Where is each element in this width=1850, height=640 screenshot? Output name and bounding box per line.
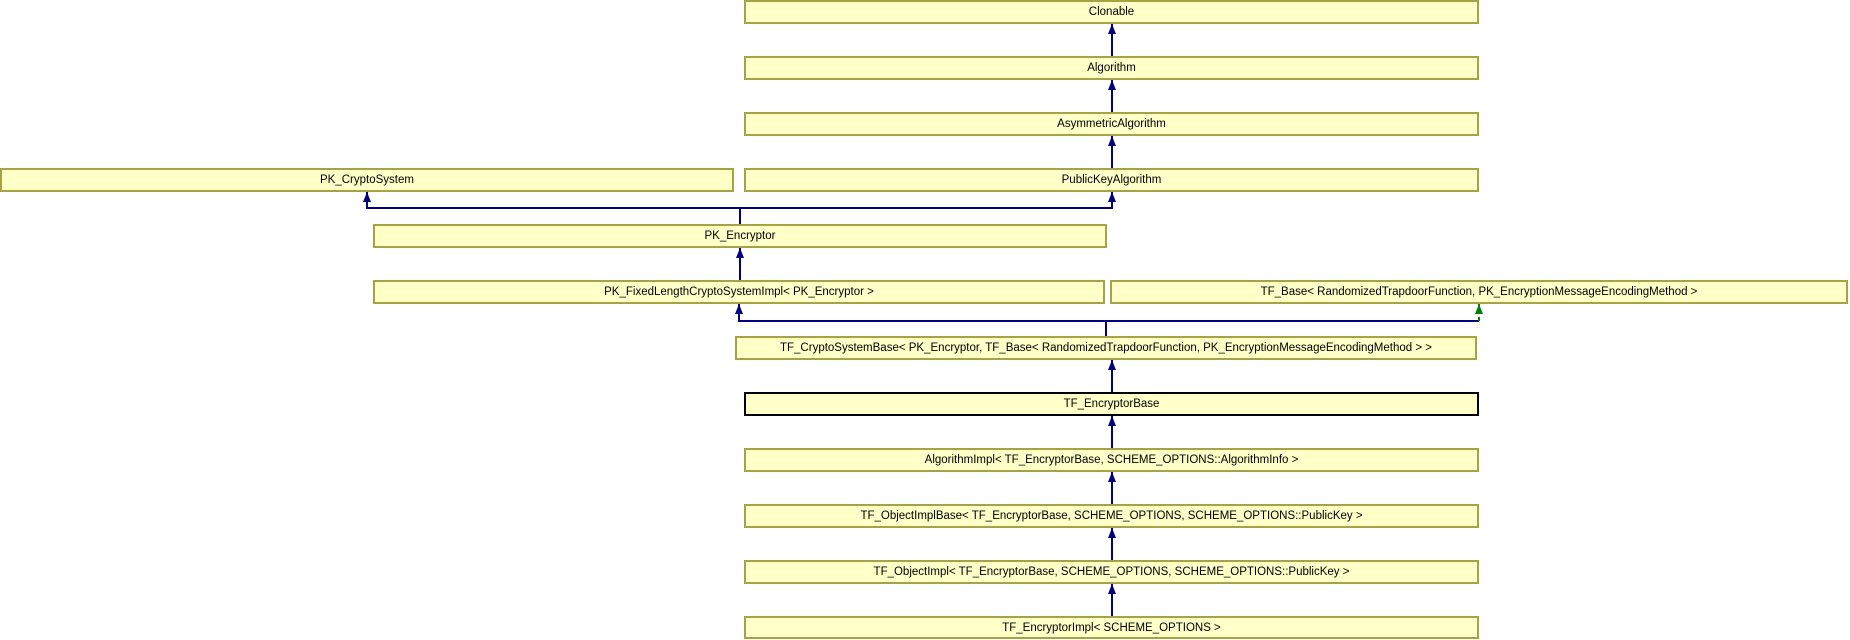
inheritance-edge xyxy=(738,304,1107,336)
class-node-tf-object-impl-base[interactable]: TF_ObjectImplBase< TF_EncryptorBase, SCH… xyxy=(744,504,1479,528)
arrowhead-icon xyxy=(1108,472,1116,482)
class-node-algorithm[interactable]: Algorithm xyxy=(744,56,1479,80)
class-node-tf-encryptor-impl[interactable]: TF_EncryptorImpl< SCHEME_OPTIONS > xyxy=(744,616,1479,639)
class-node-clonable[interactable]: Clonable xyxy=(744,0,1479,24)
class-node-pk-cryptosystem[interactable]: PK_CryptoSystem xyxy=(0,168,734,192)
class-node-pk-encryptor[interactable]: PK_Encryptor xyxy=(373,224,1107,248)
inheritance-edge xyxy=(740,192,1113,209)
arrowhead-icon xyxy=(363,192,371,202)
arrowhead-icon xyxy=(1108,24,1116,34)
arrowhead-icon xyxy=(736,248,744,258)
class-node-public-key-algorithm[interactable]: PublicKeyAlgorithm xyxy=(744,168,1479,192)
arrowhead-icon xyxy=(1475,304,1483,314)
class-node-tf-encryptor-base[interactable]: TF_EncryptorBase xyxy=(744,392,1479,416)
class-node-pk-fixed-length-crypto-system-impl[interactable]: PK_FixedLengthCryptoSystemImpl< PK_Encry… xyxy=(373,280,1105,304)
class-node-tf-object-impl[interactable]: TF_ObjectImpl< TF_EncryptorBase, SCHEME_… xyxy=(744,560,1479,584)
arrowhead-icon xyxy=(1108,584,1116,594)
arrowhead-icon xyxy=(1108,136,1116,146)
arrowhead-icon xyxy=(1108,80,1116,90)
arrowhead-icon xyxy=(1108,360,1116,370)
arrowhead-icon xyxy=(1108,192,1116,202)
inheritance-edge xyxy=(366,192,741,224)
arrowhead-icon xyxy=(1108,528,1116,538)
class-node-algorithm-impl[interactable]: AlgorithmImpl< TF_EncryptorBase, SCHEME_… xyxy=(744,448,1479,472)
class-node-tf-crypto-system-base[interactable]: TF_CryptoSystemBase< PK_Encryptor, TF_Ba… xyxy=(735,336,1477,360)
arrowhead-icon xyxy=(1108,416,1116,426)
class-node-tf-base[interactable]: TF_Base< RandomizedTrapdoorFunction, PK_… xyxy=(1110,280,1848,304)
class-node-asymmetric-algorithm[interactable]: AsymmetricAlgorithm xyxy=(744,112,1479,136)
arrowhead-icon xyxy=(735,304,743,314)
